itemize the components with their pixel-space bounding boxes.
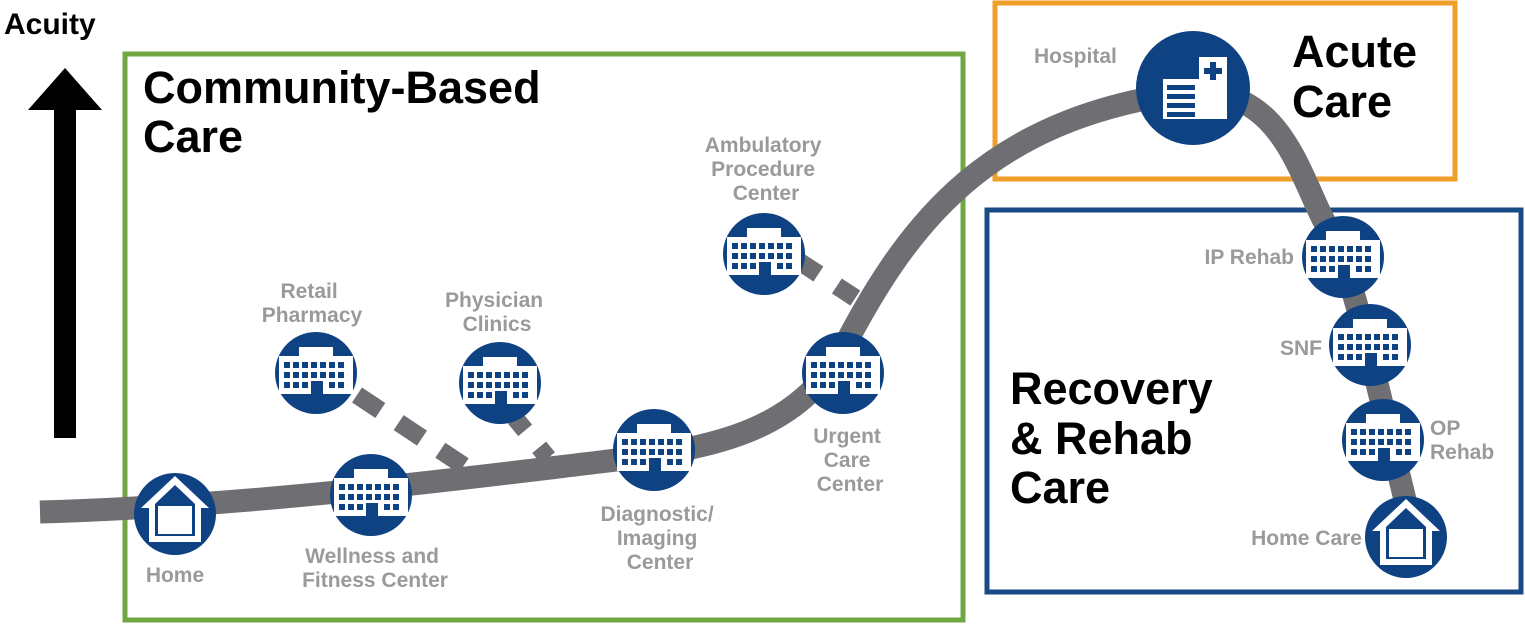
node-diagnostic-imaging	[613, 409, 695, 491]
label-line: Retail	[280, 280, 337, 303]
label-line: Hospital	[1034, 45, 1117, 68]
label-op-rehab: OP Rehab	[1430, 417, 1494, 464]
node-hospital	[1136, 31, 1250, 145]
axis-arrowhead	[28, 68, 102, 110]
acuity-axis: Acuity	[4, 8, 102, 438]
label-diagnostic-imaging: Diagnostic/ Imaging Center	[600, 503, 719, 574]
label-home: Home	[146, 564, 204, 587]
recovery-rehab-title: Recovery & Rehab Care	[1010, 363, 1225, 513]
node-ambulatory-procedure	[723, 213, 805, 295]
label-line: Care	[824, 449, 871, 472]
label-home-care: Home Care	[1251, 527, 1362, 550]
node-op-rehab	[1342, 399, 1424, 481]
acute-title-line-1: Acute	[1292, 26, 1417, 77]
node-home-care	[1365, 496, 1447, 578]
label-line: Urgent	[813, 425, 881, 448]
label-line: IP Rehab	[1205, 246, 1294, 269]
label-line: Rehab	[1430, 441, 1494, 464]
recovery-title-line-1: Recovery	[1010, 363, 1213, 414]
community-care-box	[122, 51, 966, 623]
node-ip-rehab	[1302, 216, 1384, 298]
acute-care-title: Acute Care	[1292, 26, 1430, 127]
label-line: Clinics	[463, 313, 532, 336]
physician-clinics-connector	[508, 412, 555, 464]
label-line: Home Care	[1251, 527, 1362, 550]
recovery-rehab-box	[984, 207, 1524, 595]
recovery-title-line-2: & Rehab	[1010, 413, 1193, 464]
label-line: Center	[627, 551, 694, 574]
acute-care-box	[992, 0, 1458, 182]
label-snf: SNF	[1280, 337, 1322, 360]
label-retail-pharmacy: Retail Pharmacy	[262, 280, 363, 327]
axis-shaft	[54, 108, 76, 438]
label-hospital: Hospital	[1034, 45, 1117, 68]
label-line: Procedure	[711, 158, 815, 181]
node-urgent-care	[802, 332, 884, 414]
label-physician-clinics: Physician Clinics	[445, 289, 549, 336]
label-line: Ambulatory	[705, 134, 822, 157]
acute-title-line-2: Care	[1292, 76, 1392, 127]
node-physician-clinics	[459, 342, 541, 424]
label-line: Fitness Center	[302, 569, 448, 592]
label-wellness-fitness: Wellness and Fitness Center	[302, 545, 448, 592]
label-ambulatory-procedure: Ambulatory Procedure Center	[705, 134, 828, 205]
label-urgent-care: Urgent Care Center	[813, 425, 887, 496]
node-retail-pharmacy	[275, 332, 357, 414]
node-home	[134, 473, 216, 555]
label-line: Pharmacy	[262, 304, 363, 327]
label-line: Wellness and	[305, 545, 439, 568]
community-care-title: Community-Based Care	[143, 62, 553, 162]
label-line: SNF	[1280, 337, 1322, 360]
label-line: Center	[817, 473, 884, 496]
label-line: Center	[733, 182, 800, 205]
label-line: Imaging	[617, 527, 698, 550]
node-snf	[1329, 304, 1411, 386]
label-line: Physician	[445, 289, 543, 312]
label-ip-rehab: IP Rehab	[1205, 246, 1294, 269]
retail-pharmacy-connector	[352, 387, 475, 478]
ambulatory-connector	[795, 254, 871, 313]
axis-label: Acuity	[4, 8, 96, 41]
node-wellness-fitness	[330, 454, 412, 536]
label-line: Home	[146, 564, 204, 587]
community-title-line-1: Community-Based	[143, 62, 541, 113]
label-line: Diagnostic/	[600, 503, 713, 526]
recovery-title-line-3: Care	[1010, 462, 1110, 513]
community-title-line-2: Care	[143, 111, 243, 162]
label-line: OP	[1430, 417, 1460, 440]
